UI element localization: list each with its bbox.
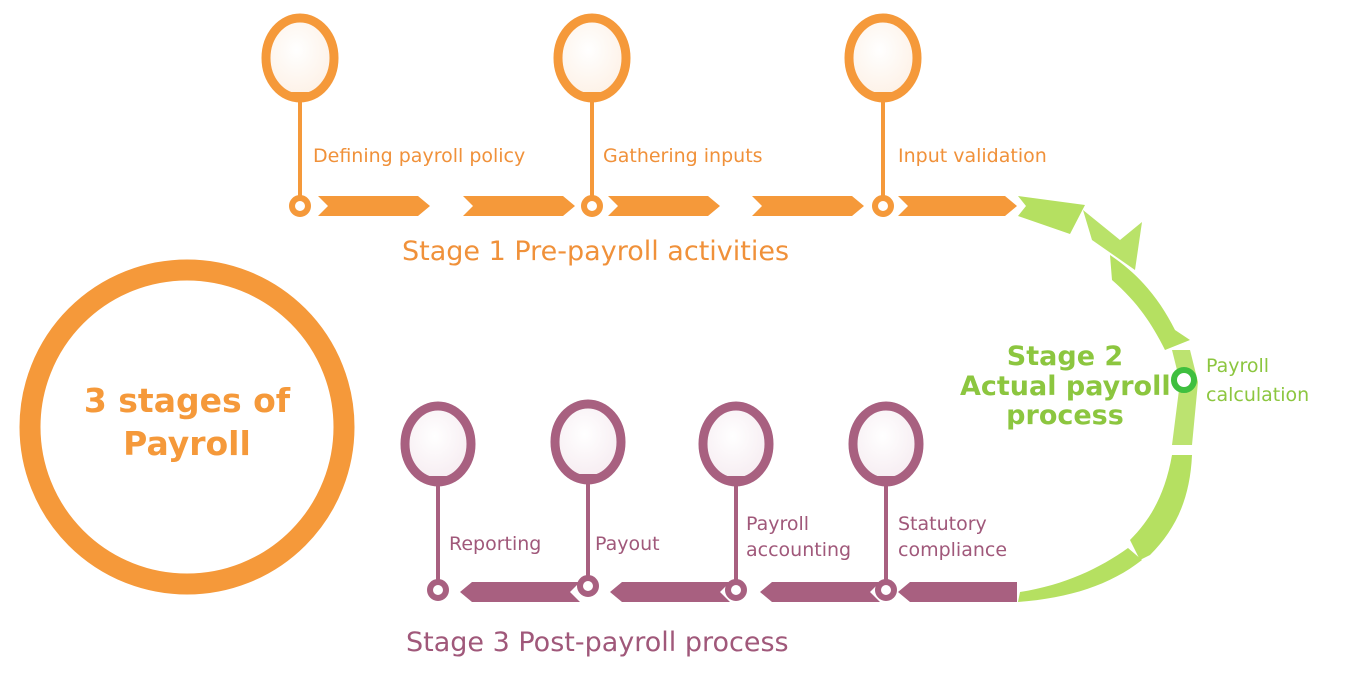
step-defining-payroll-policy: Defining payroll policy [313, 145, 526, 167]
step-payroll-accounting: Payroll accounting [746, 512, 851, 563]
center-title-line2: Payroll [123, 423, 251, 463]
center-title-line1: 3 stages of [83, 381, 291, 420]
stage1-arrows [318, 196, 1017, 216]
step-payroll-calculation-line2: calculation [1206, 383, 1310, 406]
stage1-title: Stage 1 Pre-payroll activities [402, 236, 790, 267]
center-circle [19, 259, 355, 595]
stage2-title-line1: Stage 2 [1006, 341, 1124, 372]
step-input-validation: Input validation [898, 145, 1047, 167]
stage1-pin-validation [844, 13, 922, 217]
stage2-title: Stage 2 Actual payroll process [960, 341, 1171, 432]
stage2-marker [1171, 367, 1197, 393]
stage3-pin-compliance [848, 401, 924, 601]
stage3-pin-reporting [400, 401, 476, 601]
stage2-title-line3: process [1006, 400, 1124, 432]
step-payroll-accounting-line2: accounting [746, 538, 852, 561]
step-gathering-inputs: Gathering inputs [603, 145, 763, 167]
step-statutory-compliance-line2: compliance [898, 538, 1008, 561]
stage3-pin-payout [550, 399, 626, 597]
step-reporting: Reporting [449, 533, 542, 556]
center-title: 3 stages of Payroll [30, 380, 344, 466]
stage3-title: Stage 3 Post-payroll process [406, 627, 789, 658]
step-payroll-calculation: Payroll calculation [1206, 352, 1309, 409]
stage1-pin-inputs [553, 13, 631, 217]
stage1-pin-policy [261, 13, 339, 217]
step-reporting-line1: Reporting [449, 533, 542, 555]
step-payroll-accounting-line1: Payroll [746, 513, 810, 535]
step-statutory-compliance: Statutory compliance [898, 512, 1007, 563]
stage3-pin-accounting [698, 401, 774, 601]
step-payout: Payout [595, 533, 660, 556]
stage3-arrows [460, 582, 1017, 602]
stage2-title-line2: Actual payroll [960, 370, 1171, 402]
step-payout-line1: Payout [595, 533, 660, 555]
step-statutory-compliance-line1: Statutory [898, 513, 987, 535]
step-payroll-calculation-line1: Payroll [1206, 355, 1270, 377]
